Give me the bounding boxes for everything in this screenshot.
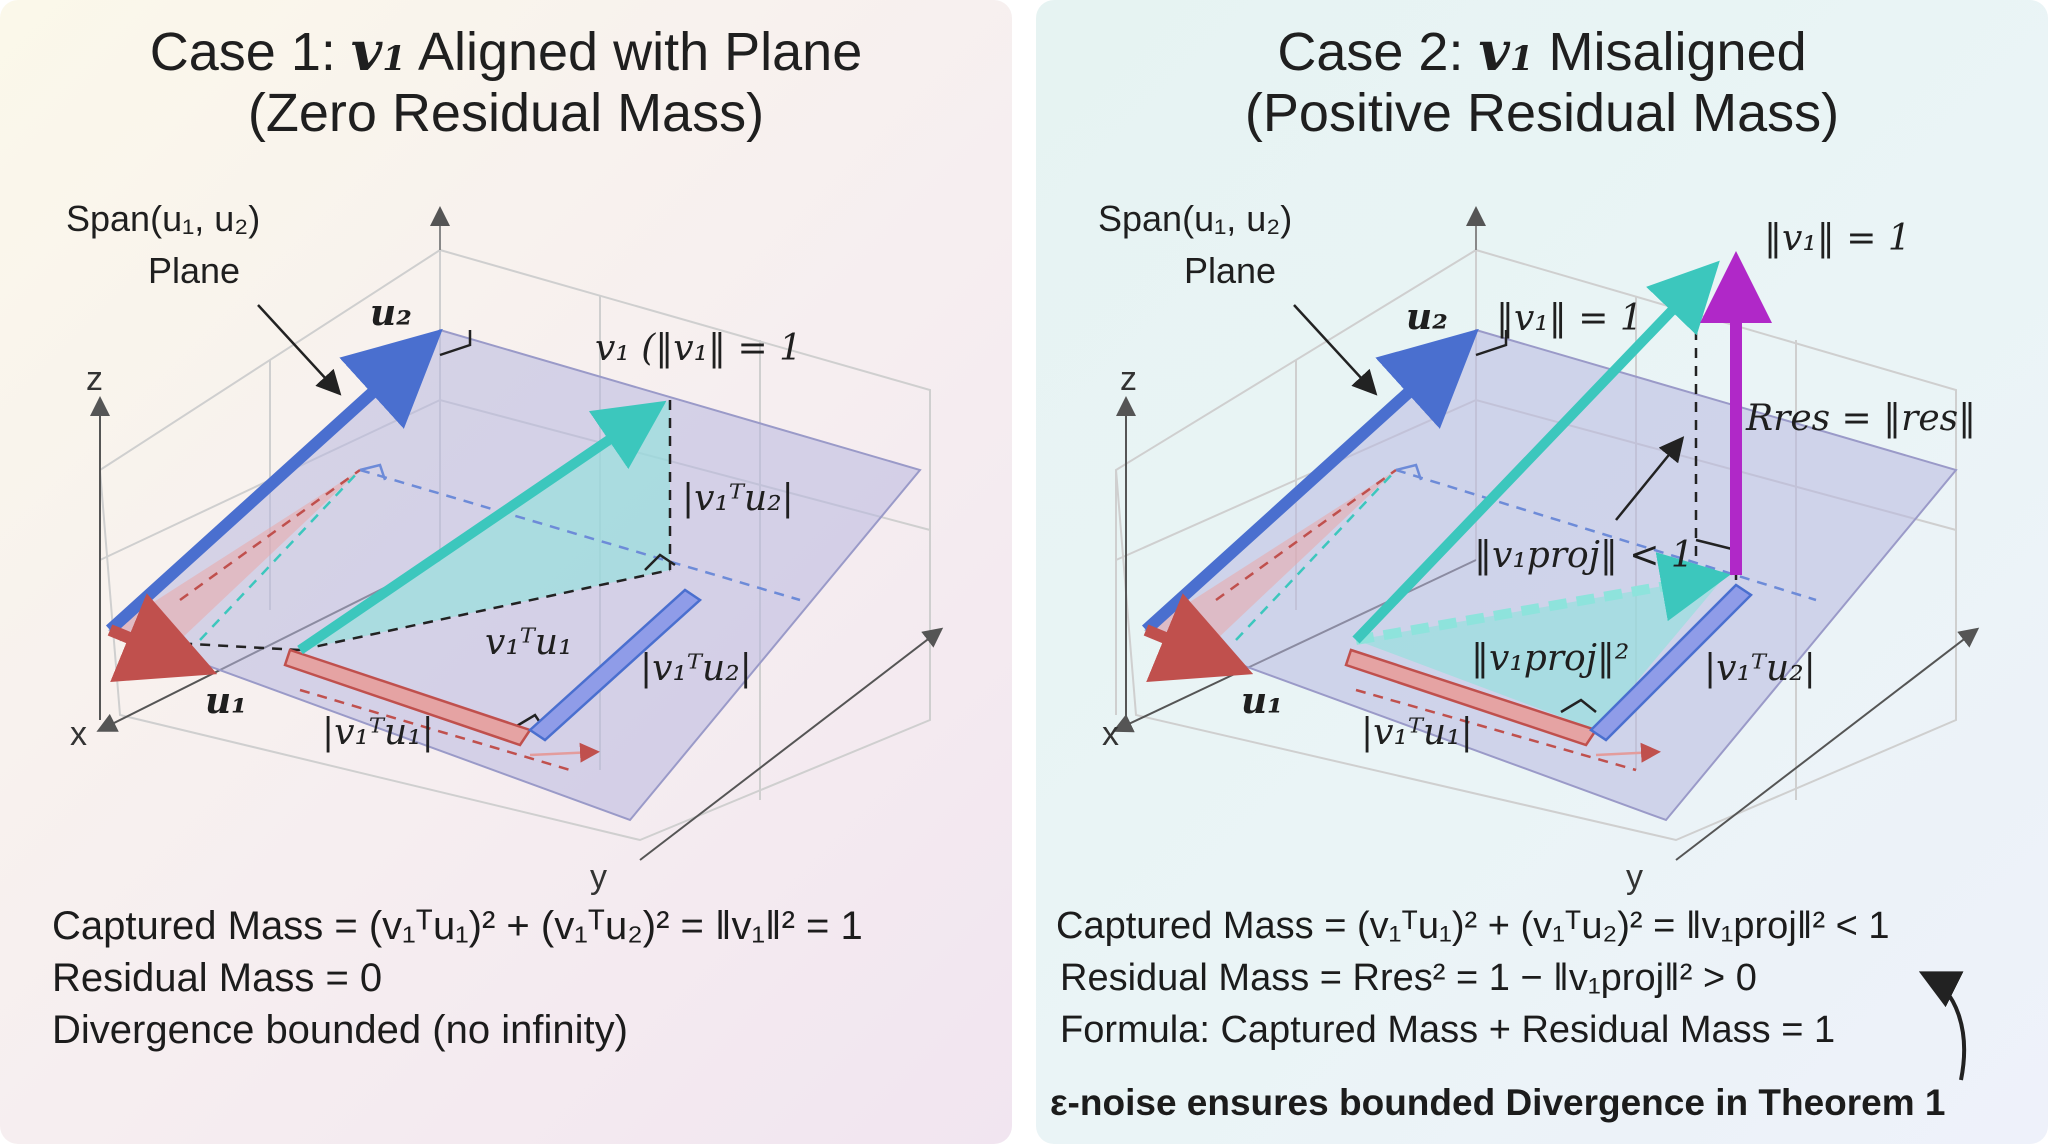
plane-pointer-arrow [257, 304, 342, 396]
proj-norm-sq-label: ‖v₁proj‖² [1471, 638, 1630, 679]
plane-label-span: Span(u₁, u₂) [1098, 198, 1293, 239]
v1-u1-outer-label: |v₁ᵀu₁| [1361, 712, 1473, 753]
u1-vector [1143, 593, 1254, 682]
formula-residual: Residual Mass = Rres² = 1 − ‖v₁proj‖² > … [1060, 957, 1757, 999]
epsilon-note: ε-noise ensures bounded Divergence in Th… [1050, 1082, 1946, 1123]
u2-label: u₂ [370, 292, 412, 334]
y-axis [639, 627, 944, 861]
right-angle-mark [439, 330, 472, 357]
case-2-title: Case 2: v1 Misaligned [1036, 20, 2048, 90]
case-2-subtitle: (Positive Residual Mass) [1244, 83, 1840, 143]
plane-label-span: Span(u₁, u₂) [66, 198, 261, 239]
case-1-subtitle: (Zero Residual Mass) [247, 83, 765, 143]
proj-norm-lt1-label: ‖v₁proj‖ < 1 [1474, 535, 1694, 576]
panel-case-2: Case 2: v1 Misaligned (Positive Residual… [1036, 0, 2048, 1144]
title-suffix: Misaligned [1533, 22, 1807, 82]
axis-y-label: y [1626, 858, 1643, 896]
dashed-guides [1215, 330, 1817, 772]
v1-norm-mid-label: ‖v₁‖ = 1 [1496, 298, 1643, 339]
v1-norm-label: v₁ (‖v₁‖ = 1 [595, 328, 802, 369]
v1-vector [1352, 260, 1720, 644]
v1-u1-inner-label: v₁ᵀu₁ [485, 622, 573, 663]
right-angle-mark [359, 463, 387, 481]
panel-case-1: Case 1: v1 Aligned with Plane (Zero Resi… [0, 0, 1012, 1144]
right-angle-mark [644, 553, 676, 571]
plane-label-plane: Plane [148, 250, 241, 291]
u2-projection-bar [527, 588, 703, 742]
title-var-sub: 1 [1509, 39, 1534, 79]
title-prefix: Case 1: [149, 22, 351, 82]
u1-projection-bar [283, 648, 532, 747]
axis-x-label: x [70, 715, 87, 753]
u2-projection-bar [1589, 583, 1753, 742]
right-angle-mark [1560, 698, 1597, 714]
u1-label: u₁ [1241, 680, 1283, 722]
v1-u2-vertical-label: |v₁ᵀu₂| [682, 478, 794, 519]
v1-norm-top-label: ‖v₁‖ = 1 [1764, 218, 1911, 259]
v1-projection-vector [1355, 552, 1731, 645]
projection-triangle [1356, 575, 1726, 730]
plane-pointer-arrow [1293, 304, 1378, 396]
case-1-diagram [90, 206, 944, 861]
case-2-diagram [1112, 206, 1980, 1081]
axis-z-label: z [1120, 360, 1137, 398]
v1-u1-outer-label: |v₁ᵀu₁| [322, 712, 434, 753]
epsilon-pointer-arrow [1918, 971, 1966, 1081]
right-angle-mark [1475, 330, 1508, 357]
y-axis [1675, 627, 1980, 861]
u2-label: u₂ [1406, 296, 1448, 338]
axis-z-label: z [86, 360, 103, 398]
axis-y-label: y [590, 858, 607, 896]
case-1-title: Case 1: v1 Aligned with Plane [0, 20, 1012, 90]
u2-vector [1141, 328, 1479, 635]
formula-residual: Residual Mass = 0 [52, 956, 383, 1000]
v1-u2-outer-label: |v₁ᵀu₂| [640, 648, 752, 689]
title-prefix: Case 2: [1277, 22, 1479, 82]
title-suffix: Aligned with Plane [405, 22, 863, 82]
axis-x-label: x [1102, 715, 1119, 753]
u1-projection-bar [1344, 648, 1598, 747]
v1-u2-outer-label: |v₁ᵀu₂| [1704, 648, 1816, 689]
u1-label: u₁ [205, 680, 247, 722]
formula-divergence: Divergence bounded (no infinity) [52, 1008, 628, 1052]
u1-vector [107, 593, 218, 682]
title-var: v [350, 19, 383, 83]
v1-vector [297, 400, 667, 655]
u2-vector [105, 328, 443, 635]
proj-pointer-arrow [1615, 436, 1685, 521]
plane-label-plane: Plane [1184, 250, 1277, 291]
formula-sum: Formula: Captured Mass + Residual Mass =… [1060, 1009, 1836, 1051]
formula-captured: Captured Mass = (v₁ᵀu₁)² + (v₁ᵀu₂)² = ‖v… [52, 904, 863, 948]
formula-captured: Captured Mass = (v₁ᵀu₁)² + (v₁ᵀu₂)² = ‖v… [1056, 905, 1890, 947]
title-var: v [1478, 19, 1510, 83]
title-var-sub: 1 [382, 39, 406, 79]
r-res-label: Rres = ‖res‖ [1746, 398, 1977, 439]
right-angle-mark [1395, 463, 1423, 481]
